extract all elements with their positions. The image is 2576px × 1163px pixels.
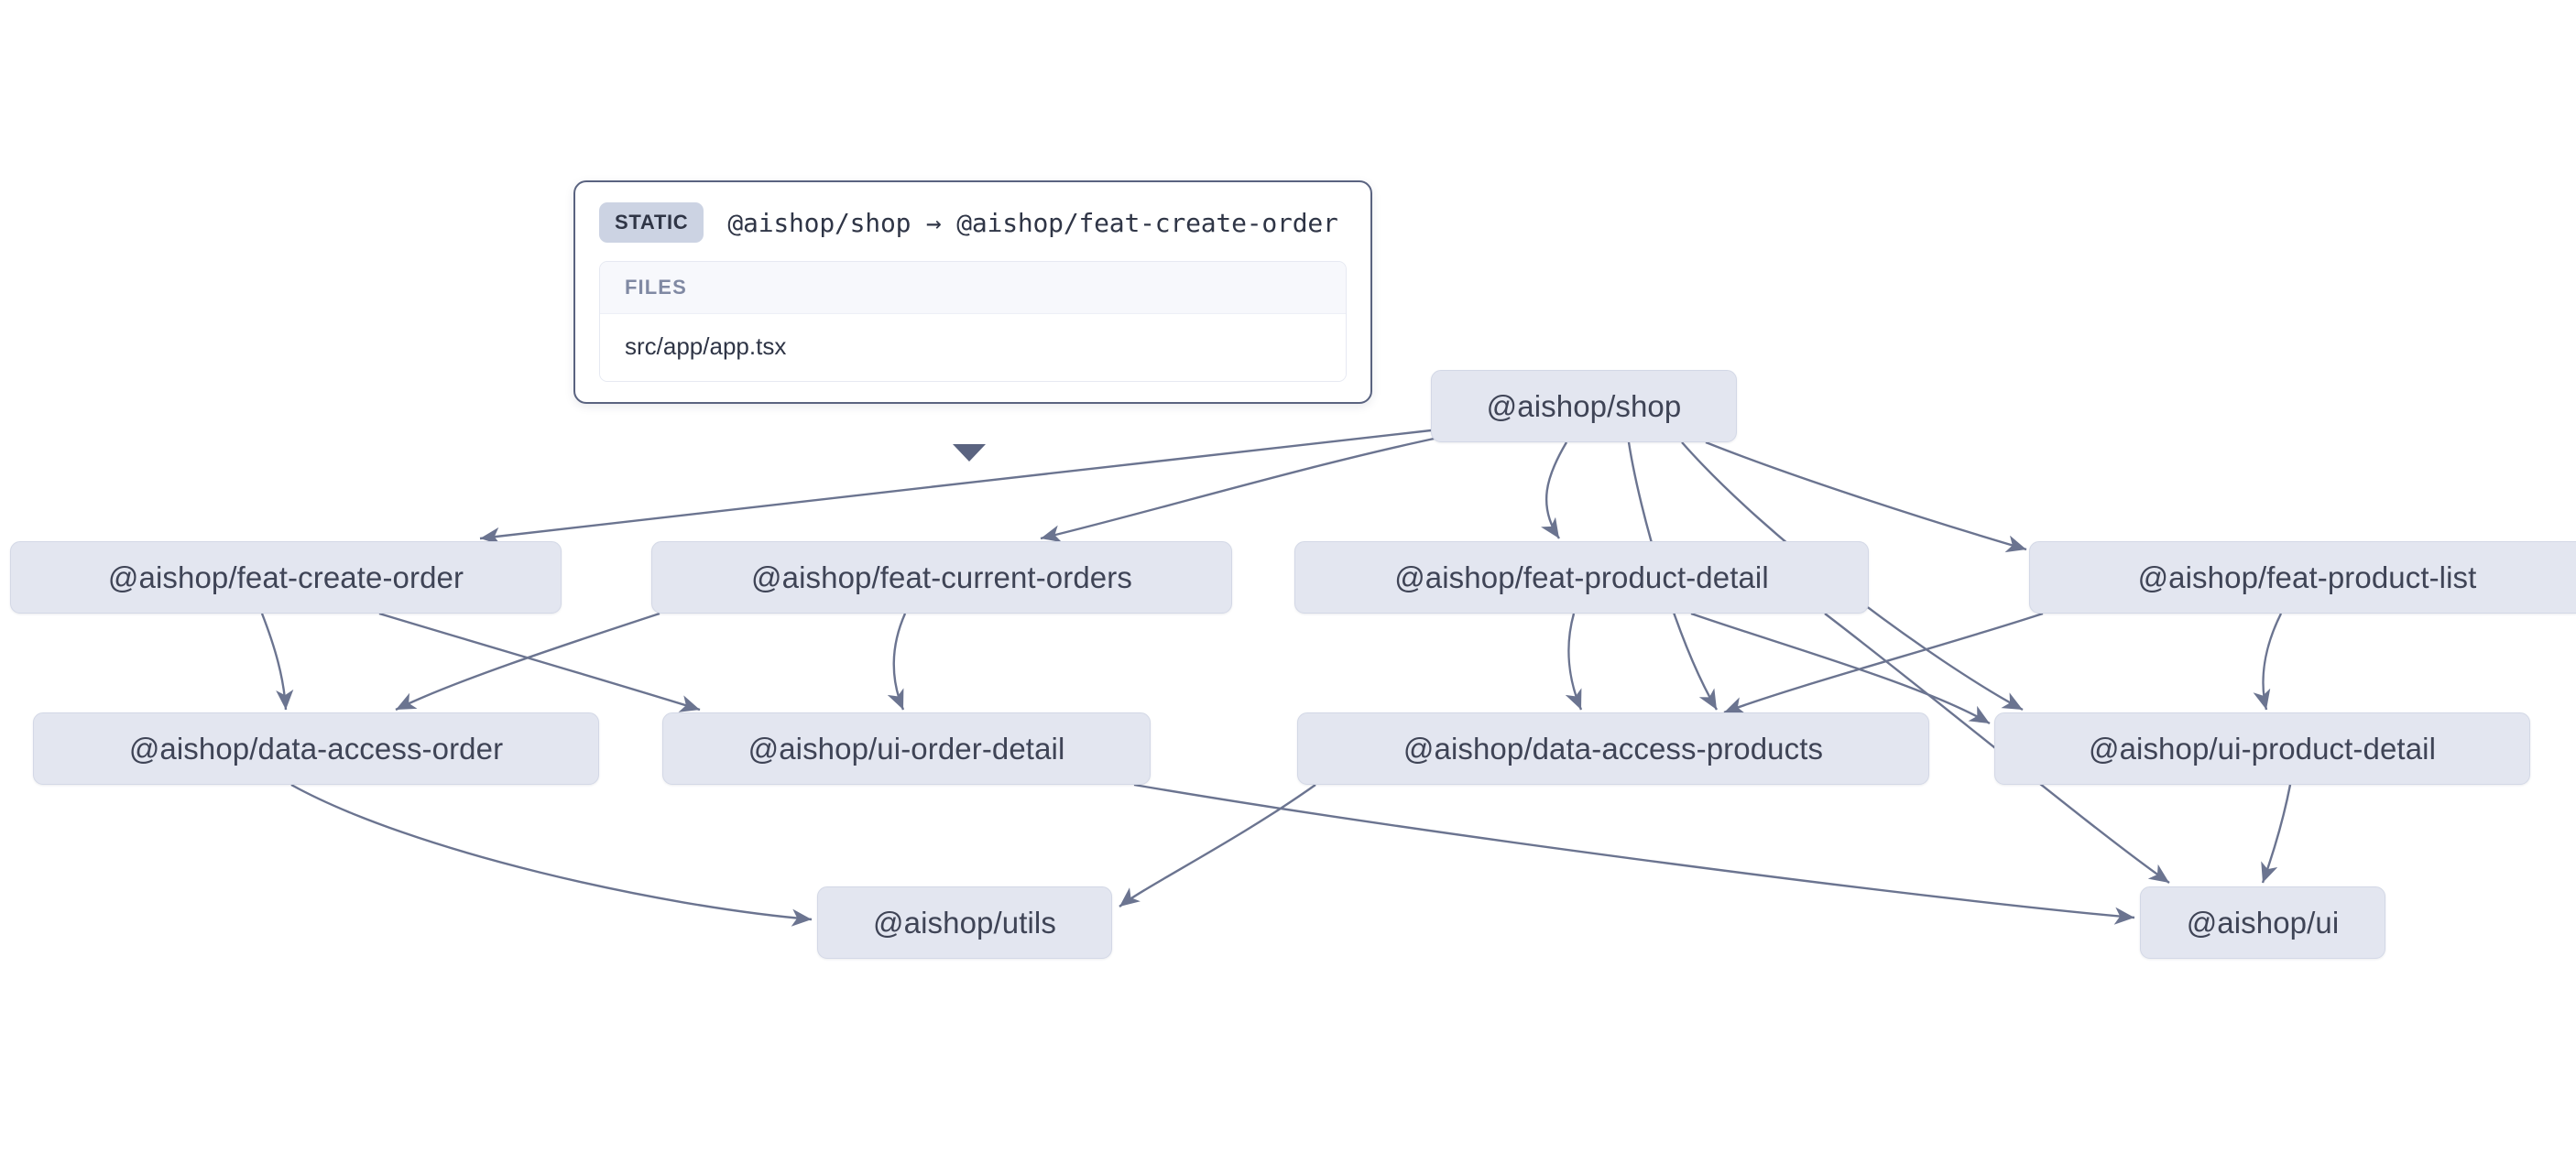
edge-feat-current-orders-to-ui-order-detail xyxy=(887,613,907,711)
tooltip-edge-title: @aishop/shop → @aishop/feat-create-order xyxy=(727,207,1338,238)
graph-node-ui-product-detail[interactable]: @aishop/ui-product-detail xyxy=(1994,712,2530,785)
graph-node-feat-create-order[interactable]: @aishop/feat-create-order xyxy=(10,541,562,614)
edge-feat-product-list-to-data-access-products xyxy=(1723,612,2044,714)
edge-shop-to-feat-product-detail xyxy=(1541,441,1568,539)
graph-node-shop[interactable]: @aishop/shop xyxy=(1431,370,1737,442)
tooltip-pointer-triangle xyxy=(953,444,986,462)
edge-feat-product-detail-to-ui-product-detail xyxy=(1690,612,1991,725)
files-panel-header: FILES xyxy=(600,262,1346,314)
edge-shop-to-feat-current-orders xyxy=(1040,436,1439,543)
graph-node-utils[interactable]: @aishop/utils xyxy=(817,886,1112,959)
edge-ui-product-detail-to-ui xyxy=(2261,784,2292,884)
graph-node-feat-product-detail[interactable]: @aishop/feat-product-detail xyxy=(1294,541,1869,614)
edge-shop-to-feat-product-list xyxy=(1705,440,2027,553)
static-badge: STATIC xyxy=(599,202,704,243)
tooltip-header: STATIC @aishop/shop → @aishop/feat-creat… xyxy=(599,202,1347,261)
edge-feat-current-orders-to-data-access-order xyxy=(395,612,660,712)
files-panel: FILES src/app/app.tsx xyxy=(599,261,1347,382)
graph-node-feat-current-orders[interactable]: @aishop/feat-current-orders xyxy=(651,541,1232,614)
edge-feat-create-order-to-ui-order-detail xyxy=(378,612,701,712)
edge-data-access-products-to-utils xyxy=(1119,784,1316,908)
edge-feat-product-list-to-ui-product-detail xyxy=(2253,613,2283,711)
graph-node-data-access-products[interactable]: @aishop/data-access-products xyxy=(1297,712,1929,785)
edge-feat-create-order-to-data-access-order xyxy=(260,613,294,711)
graph-node-data-access-order[interactable]: @aishop/data-access-order xyxy=(33,712,599,785)
edge-feat-product-detail-to-data-access-products xyxy=(1565,613,1583,711)
graph-node-feat-product-list[interactable]: @aishop/feat-product-list xyxy=(2029,541,2576,614)
edge-detail-tooltip[interactable]: STATIC @aishop/shop → @aishop/feat-creat… xyxy=(573,180,1372,404)
edge-ui-order-detail-to-ui xyxy=(1133,783,2135,925)
edge-data-access-order-to-utils xyxy=(290,783,813,927)
graph-node-ui-order-detail[interactable]: @aishop/ui-order-detail xyxy=(662,712,1151,785)
file-list-item[interactable]: src/app/app.tsx xyxy=(600,314,1346,381)
graph-node-ui[interactable]: @aishop/ui xyxy=(2140,886,2385,959)
